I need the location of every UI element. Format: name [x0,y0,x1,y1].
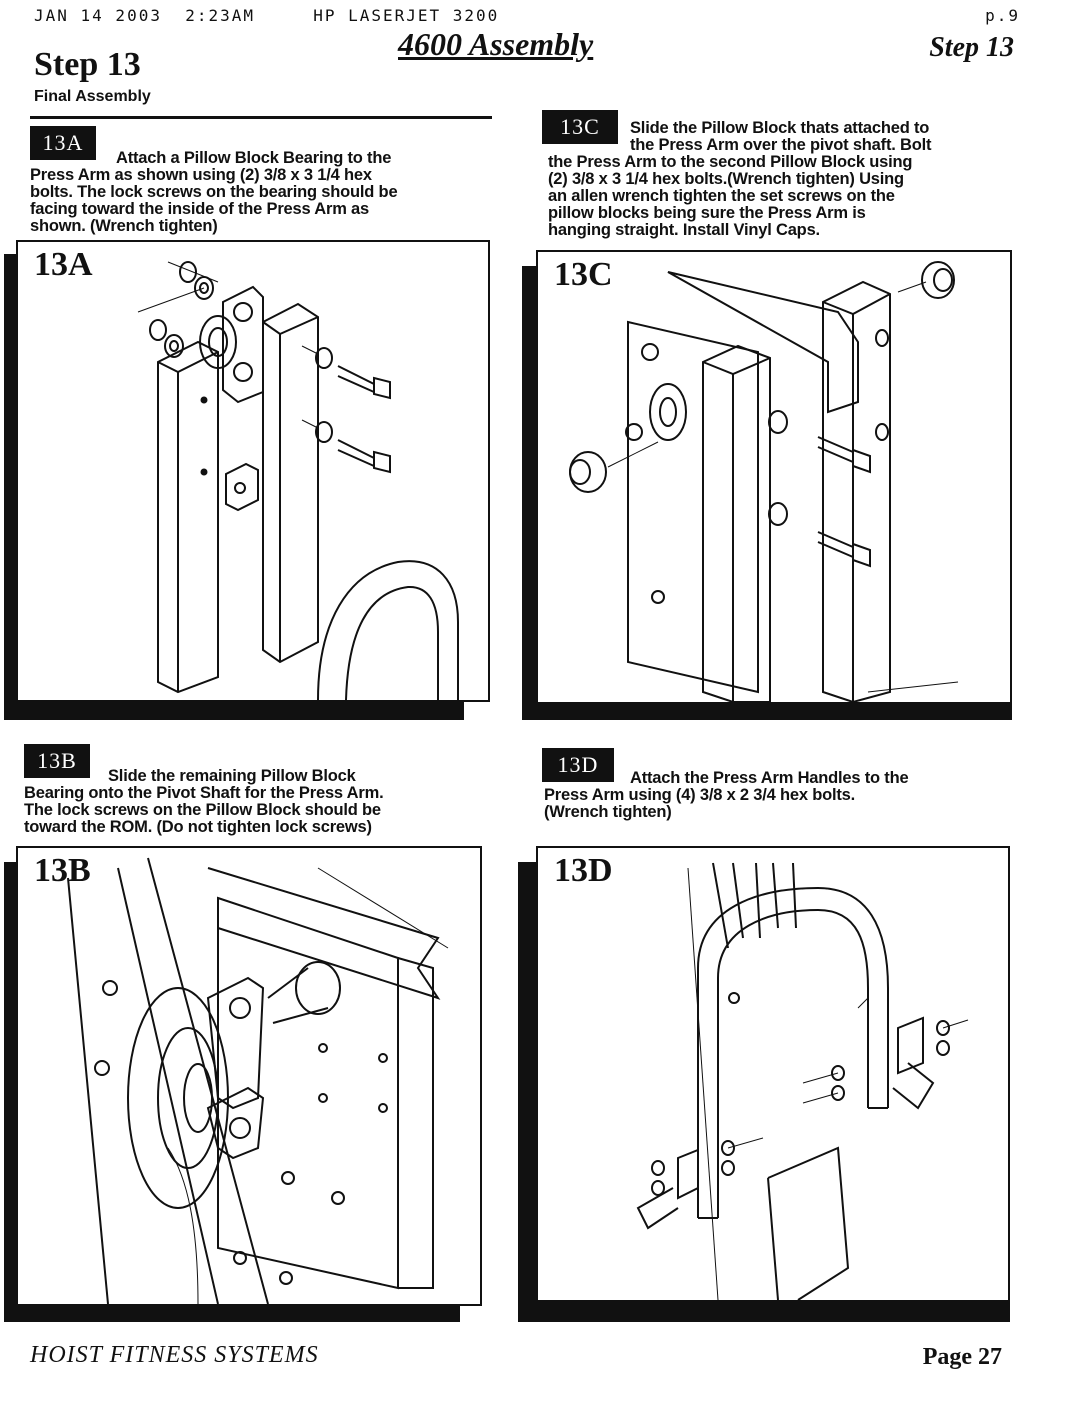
assembly-diagram-13b [67,857,449,1304]
panel-label-13c: 13C [554,256,613,293]
diagram-panel-13d: 13D [536,846,1010,1302]
document-title: 4600 Assembly [398,26,594,62]
assembly-diagram-13a [137,261,459,700]
badge-13c: 13C [542,110,618,144]
instruction-line: Attach the Press Arm Handles to the [630,769,909,787]
instruction-line: Press Arm as shown using (2) 3/8 x 3 1/4… [30,166,372,184]
assembly-diagram-13d [636,862,969,1300]
instruction-line: Attach a Pillow Block Bearing to the [116,149,392,167]
instruction-line: hanging straight. Install Vinyl Caps. [548,221,820,239]
instruction-line: facing toward the inside of the Press Ar… [30,200,370,218]
instructions-13c: Slide the Pillow Block thats attached to… [548,120,931,239]
step-title-right: Step 13 [929,32,1014,63]
instruction-line: Slide the Pillow Block thats attached to [630,119,930,137]
instructions-13a: Attach a Pillow Block Bearing to the Pre… [30,149,398,235]
badge-13b: 13B [24,744,90,778]
panel-label-13d: 13D [554,852,613,889]
instruction-line: Slide the remaining Pillow Block [108,767,356,785]
assembly-diagram-13c [569,261,959,702]
instruction-line: (Wrench tighten) [544,803,672,821]
step-title: Step 13 [34,46,141,83]
instruction-line: (2) 3/8 x 3 1/4 hex bolts.(Wrench tighte… [548,170,904,188]
diagram-panel-13c: 13C [536,250,1012,704]
title-rule [30,116,492,119]
instruction-line: Press Arm using (4) 3/8 x 2 3/4 hex bolt… [544,786,856,804]
diagram-panel-13a: 13A [16,240,490,702]
panel-label-13b: 13B [34,852,91,889]
panel-label-13a: 13A [34,246,93,283]
instruction-line: toward the ROM. (Do not tighten lock scr… [24,818,372,836]
instructions-13b: Slide the remaining Pillow Block Bearing… [24,767,384,836]
instruction-line: pillow blocks being sure the Press Arm i… [548,204,866,222]
instruction-line: Bearing onto the Pivot Shaft for the Pre… [24,784,384,802]
instructions-13d: Attach the Press Arm Handles to the Pres… [544,769,909,821]
instruction-line: bolts. The lock screws on the bearing sh… [30,183,398,201]
instruction-line: an allen wrench tighten the set screws o… [548,187,895,205]
section-subtitle: Final Assembly [34,88,151,105]
badge-13d: 13D [542,748,614,782]
instruction-line: the Press Arm to the second Pillow Block… [548,153,913,171]
fax-page-number: p.9 [985,6,1020,25]
page-number: Page 27 [922,1344,1002,1370]
diagram-panel-13b: 13B [16,846,482,1306]
instruction-line: The lock screws on the Pillow Block shou… [24,801,381,819]
instruction-line: the Press Arm over the pivot shaft. Bolt [630,136,932,154]
badge-13a: 13A [30,126,96,160]
fax-header-info: JAN 14 2003 2:23AM HP LASERJET 3200 [34,6,500,25]
company-name: HOIST FITNESS SYSTEMS [30,1342,319,1368]
instruction-line: shown. (Wrench tighten) [30,217,218,235]
fax-header: JAN 14 2003 2:23AM HP LASERJET 3200 p.9 [34,6,1020,26]
